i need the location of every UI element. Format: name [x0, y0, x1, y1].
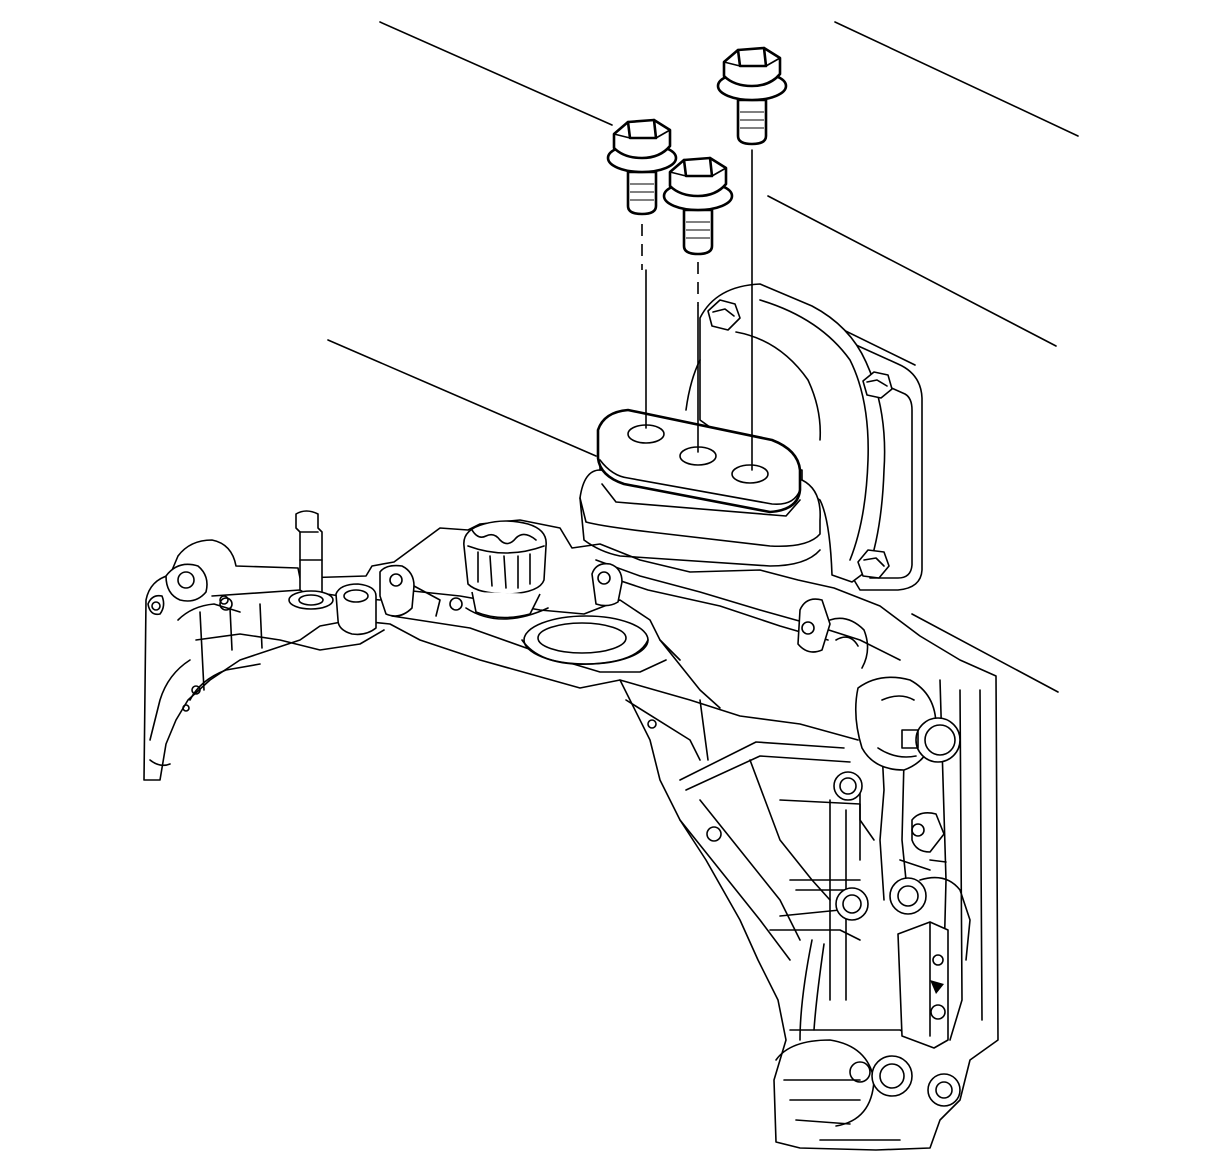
deck-studs [219, 562, 623, 636]
transmission-mount-insulator [579, 408, 821, 567]
transmission-case [143, 519, 999, 1151]
breather-cap [463, 520, 549, 620]
bolt-center [662, 156, 734, 256]
bolt-alignment-lines [641, 149, 753, 471]
mount-bracket [685, 283, 923, 591]
bolt-left [606, 118, 678, 216]
bolt-right [716, 46, 788, 146]
bore-opening [521, 615, 649, 665]
dowel-pin [288, 510, 334, 610]
